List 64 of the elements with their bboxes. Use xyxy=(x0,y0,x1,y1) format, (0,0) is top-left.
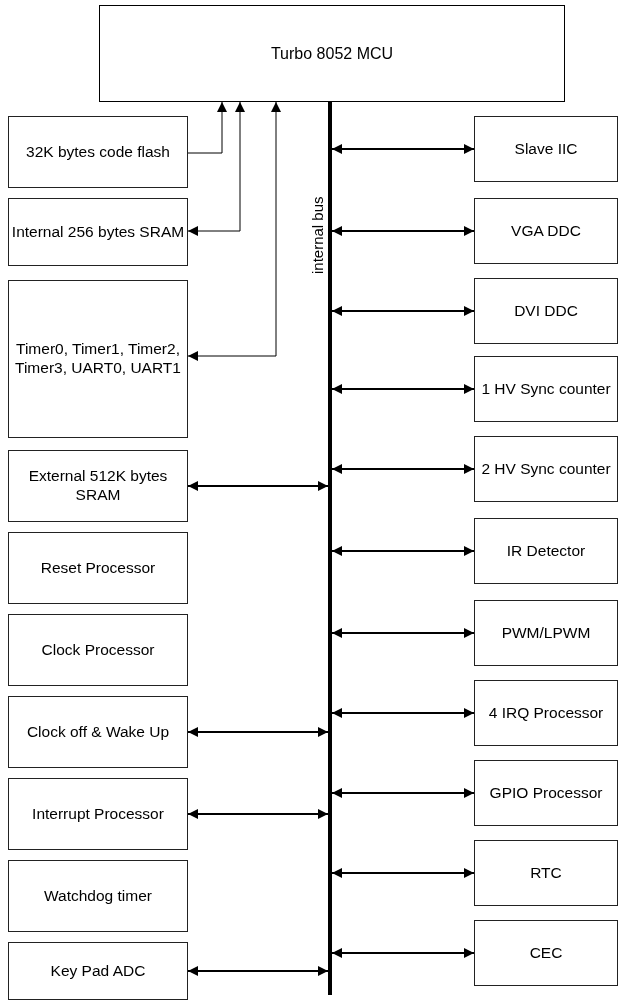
arrow xyxy=(187,727,329,737)
mcu-block xyxy=(99,5,565,102)
module-block xyxy=(474,278,618,344)
module-block xyxy=(474,198,618,264)
module-block xyxy=(8,450,188,522)
bus-label: internal bus xyxy=(309,196,326,274)
arrow xyxy=(331,546,475,556)
block-label: Reset Processor xyxy=(40,558,156,578)
block-label: DVI DDC xyxy=(514,301,578,321)
block-label: VGA DDC xyxy=(511,221,581,241)
block-label: Key Pad ADC xyxy=(50,961,146,981)
arrow xyxy=(331,628,475,638)
block-label: Timer0, Timer1, Timer2, Timer3, UART0, UART1 xyxy=(14,340,182,378)
module-block xyxy=(474,436,618,502)
module-block xyxy=(474,920,618,986)
bus-bar xyxy=(328,102,332,995)
module-block xyxy=(474,356,618,422)
arrow xyxy=(331,384,475,394)
block-label: External 512K bytes SRAM xyxy=(27,467,169,505)
block-label: 1 HV Sync counter xyxy=(481,379,611,399)
module-block xyxy=(474,840,618,906)
module-block xyxy=(8,116,188,188)
block-label: Turbo 8052 MCU xyxy=(270,43,394,64)
block-label: 32K bytes code flash xyxy=(26,142,170,162)
block-label: 4 IRQ Processor xyxy=(488,703,604,723)
block-label: 2 HV Sync counter xyxy=(481,459,611,479)
arrow xyxy=(187,481,329,491)
block-label: Internal 256 bytes SRAM xyxy=(11,222,185,242)
arrow xyxy=(331,306,475,316)
block-label: Slave IIC xyxy=(514,139,578,159)
block-label: Clock off & Wake Up xyxy=(26,722,170,742)
module-block xyxy=(8,696,188,768)
module-block xyxy=(474,680,618,746)
arrow xyxy=(187,966,329,976)
arrow xyxy=(331,144,475,154)
module-block xyxy=(474,600,618,666)
module-block xyxy=(474,116,618,182)
arrow xyxy=(187,101,245,236)
arrow xyxy=(187,809,329,819)
block-label: RTC xyxy=(530,863,562,883)
module-block xyxy=(8,198,188,266)
arrow xyxy=(331,464,475,474)
arrow xyxy=(331,788,475,798)
module-block xyxy=(474,518,618,584)
module-block xyxy=(8,532,188,604)
block-label: CEC xyxy=(529,943,563,963)
block-label: Clock Processor xyxy=(41,640,155,660)
module-block xyxy=(8,860,188,932)
arrow xyxy=(331,948,475,958)
arrow xyxy=(331,868,475,878)
block-label: Interrupt Processor xyxy=(32,804,164,824)
module-block xyxy=(8,614,188,686)
arrow xyxy=(331,226,475,236)
module-block xyxy=(8,778,188,850)
arrow xyxy=(331,708,475,718)
arrow xyxy=(187,101,227,154)
arrow xyxy=(187,101,281,361)
block-label: IR Detector xyxy=(506,541,586,561)
module-block xyxy=(474,760,618,826)
block-label: PWM/LPWM xyxy=(501,623,591,643)
block-label: GPIO Processor xyxy=(489,783,603,803)
block-label: Watchdog timer xyxy=(44,886,152,906)
module-block xyxy=(8,280,188,438)
module-block xyxy=(8,942,188,1000)
